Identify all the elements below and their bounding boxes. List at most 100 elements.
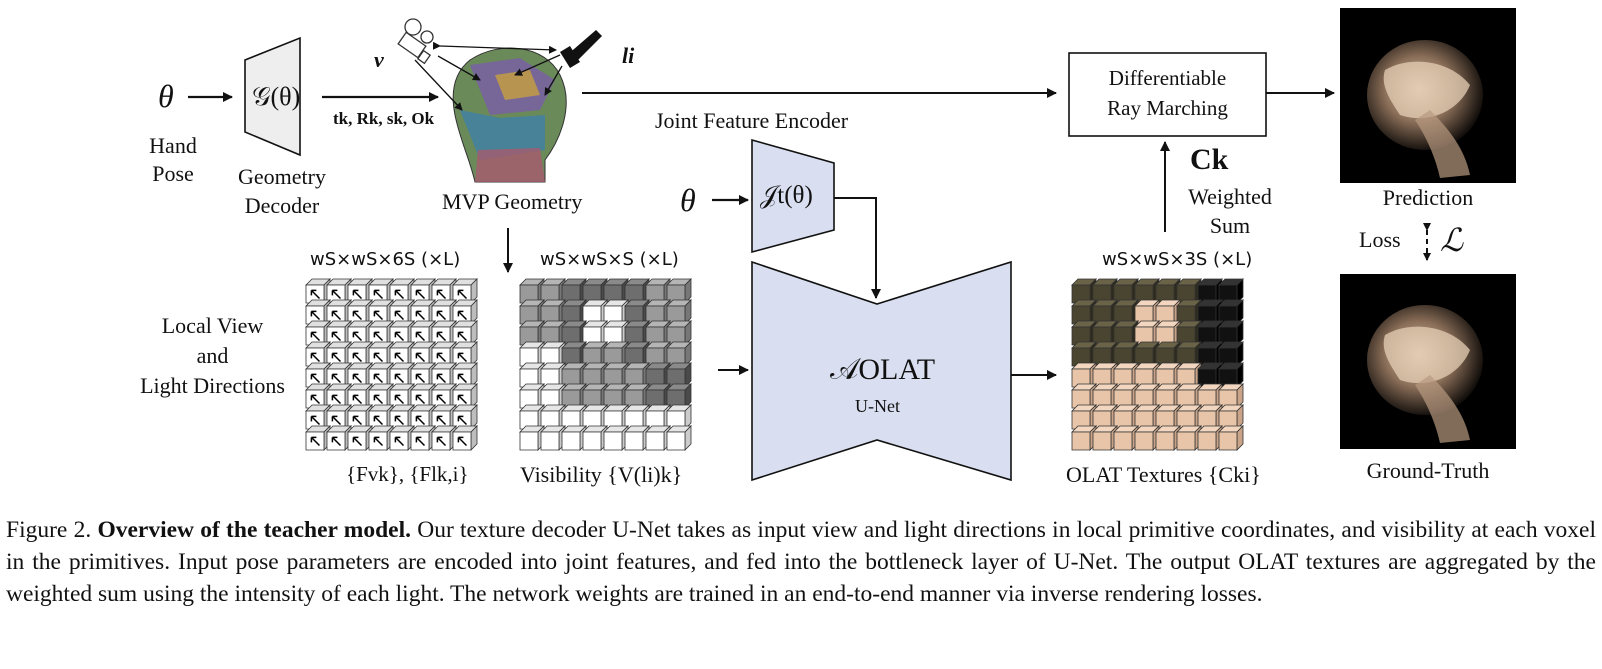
joint-encoder-block xyxy=(751,138,835,254)
voxel-cube-part xyxy=(331,415,342,426)
voxel-cube-part xyxy=(352,331,363,342)
caption-body: Our texture decoder U-Net takes as input… xyxy=(6,517,1597,607)
geometry-decoder-block xyxy=(244,36,301,157)
loss-symbol: ℒ xyxy=(1440,222,1464,258)
loss-label: Loss xyxy=(1359,227,1401,252)
voxel-cube-part xyxy=(1071,431,1091,451)
voxel-cube-part xyxy=(415,289,426,300)
geometry-decoder-label-2: Decoder xyxy=(244,193,320,218)
voxel-cube-part xyxy=(457,310,468,321)
voxel-cube-part xyxy=(457,289,468,300)
voxel-cube-part xyxy=(436,289,447,300)
voxel-cube-part xyxy=(310,310,321,321)
voxel-cube-part xyxy=(331,289,342,300)
voxel-cube-part xyxy=(352,310,363,321)
voxel-cube-part xyxy=(436,310,447,321)
voxel-cube-part xyxy=(457,436,468,447)
local-view-label-3: Light Directions xyxy=(140,373,285,398)
voxel-cube-part xyxy=(394,289,405,300)
hand-pose-label-1: Hand xyxy=(149,133,197,158)
view-light-rays xyxy=(414,41,563,111)
weighted-sum-label-2: Sum xyxy=(1209,213,1251,238)
voxel-cube-part xyxy=(352,373,363,384)
voxel-cube-part xyxy=(1155,431,1175,451)
voxel-cube-part xyxy=(373,352,384,363)
voxel-cube-part xyxy=(310,415,321,426)
voxel-cube-part xyxy=(436,415,447,426)
voxel-cube-part xyxy=(394,352,405,363)
voxel-cube-part xyxy=(331,373,342,384)
local-grid-dims: wS×wS×6S (×L) xyxy=(310,249,461,270)
voxel-cube-part xyxy=(373,331,384,342)
voxel-cube-part xyxy=(457,394,468,405)
voxel-cube-part xyxy=(1218,431,1238,451)
joint-feature-encoder-label: Joint Feature Encoder xyxy=(655,108,849,133)
voxel-cube-part xyxy=(1092,431,1112,451)
voxel-cube-part xyxy=(394,415,405,426)
theta-input-symbol: θ xyxy=(158,78,174,114)
weighted-sum-label-1: Weighted xyxy=(1188,184,1272,209)
voxel-cube-part xyxy=(352,352,363,363)
mvp-geometry-label: MVP Geometry xyxy=(442,189,583,214)
voxel-cube-part xyxy=(394,373,405,384)
voxel-cube-part xyxy=(415,373,426,384)
visibility-grid-dims: wS×wS×S (×L) xyxy=(540,249,679,270)
local-features-label: {Fvk}, {Flk,i} xyxy=(346,462,469,486)
voxel-cube-part xyxy=(436,394,447,405)
ray-marching-label-1: Differentiable xyxy=(1108,66,1227,90)
geometry-decoder-label-1: Geometry xyxy=(238,164,326,189)
visibility-label: Visibility {V(li)k} xyxy=(520,462,683,487)
voxel-cube-part xyxy=(310,436,321,447)
voxel-cube-part xyxy=(373,373,384,384)
voxel-cube-part xyxy=(603,431,623,451)
local-view-voxel-grid xyxy=(305,278,478,451)
voxel-cube-part xyxy=(394,310,405,321)
hand-pose-label-2: Pose xyxy=(152,161,194,186)
voxel-cube-part xyxy=(1134,431,1154,451)
voxel-cube-part xyxy=(352,436,363,447)
mvp-hand-mesh xyxy=(452,47,567,183)
voxel-cube-part xyxy=(415,415,426,426)
figure-caption: Figure 2. Overview of the teacher model.… xyxy=(6,514,1596,610)
voxel-cube-part xyxy=(457,331,468,342)
ray-marching-block xyxy=(1068,52,1267,137)
voxel-cube-part xyxy=(352,289,363,300)
voxel-cube-part xyxy=(457,415,468,426)
voxel-cube-part xyxy=(373,415,384,426)
voxel-cube-part xyxy=(415,352,426,363)
voxel-cube-part xyxy=(331,331,342,342)
geometry-decoder-symbol: 𝒢(θ) xyxy=(252,82,301,111)
visibility-voxel-grid xyxy=(519,278,692,451)
voxel-cube-part xyxy=(1176,431,1196,451)
voxel-cube-part xyxy=(415,394,426,405)
caption-title: Overview of the teacher model. xyxy=(97,517,412,543)
voxel-cube-part xyxy=(352,415,363,426)
theta-joint-symbol: θ xyxy=(680,182,696,218)
unet-block xyxy=(751,260,1012,482)
voxel-cube-part xyxy=(331,394,342,405)
voxel-cube-part xyxy=(436,331,447,342)
voxel-cube-part xyxy=(394,436,405,447)
voxel-cube-part xyxy=(373,394,384,405)
voxel-cube-part xyxy=(645,431,665,451)
camera-icon xyxy=(397,18,434,65)
voxel-cube-part xyxy=(540,431,560,451)
voxel-cube-part xyxy=(436,436,447,447)
olat-textures-label: OLAT Textures {Cki} xyxy=(1066,462,1261,487)
caption-prefix: Figure 2. xyxy=(6,517,92,543)
voxel-cube-part xyxy=(519,431,539,451)
local-view-label-1: Local View xyxy=(161,313,264,338)
prediction-image xyxy=(1340,8,1516,183)
voxel-cube-part xyxy=(415,436,426,447)
voxel-cube-part xyxy=(373,289,384,300)
voxel-cube-part xyxy=(310,352,321,363)
arrow-joint-to-bottleneck xyxy=(834,197,881,299)
voxel-cube-part xyxy=(1197,431,1217,451)
voxel-cube-part xyxy=(624,431,644,451)
voxel-cube-part xyxy=(666,431,686,451)
voxel-cube-part xyxy=(310,394,321,405)
unet-symbol: 𝒜OLAT xyxy=(830,353,936,386)
voxel-cube-part xyxy=(373,310,384,321)
geometry-outputs-label: tk, Rk, sk, Ok xyxy=(333,109,435,128)
light-direction-symbol: li xyxy=(622,43,635,68)
